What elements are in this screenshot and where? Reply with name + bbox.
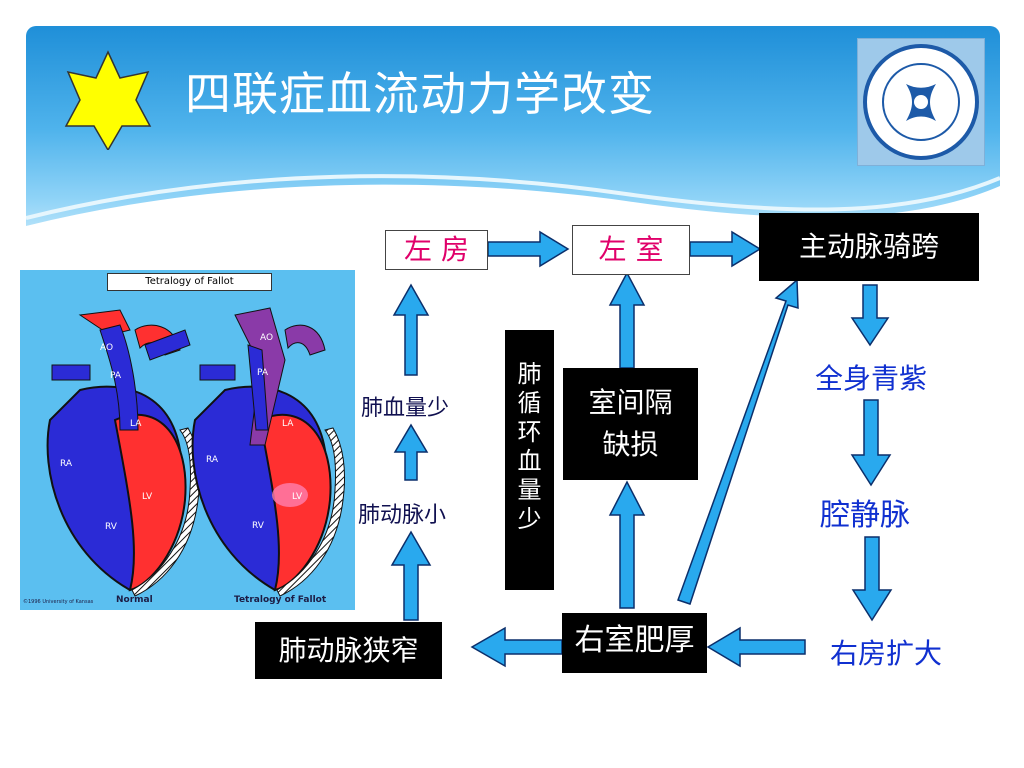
pa-stenosis-box: 肺动脉狭窄 [255,622,442,679]
small-pa-label: 肺动脉小 [358,503,447,528]
arrow-ra-to-rv [706,626,806,668]
svg-text:AO: AO [260,333,273,343]
heart-figure: Tetralogy of Fallot AO PA LA RA LV RV [20,270,355,610]
left-ventricle-box: 左 室 [572,225,690,275]
left-atrium-box: 左 房 [385,230,488,270]
arrow-rv-to-vsd [608,480,646,609]
figure-title: Tetralogy of Fallot [107,273,272,291]
low-pulm-blood-label: 肺血量少 [361,396,450,421]
figure-copyright: ©1996 University of Kansas [23,599,94,605]
arrow-pa-to-smallpa [390,530,432,621]
arrow-vsd-to-lv [608,271,646,369]
low-pulm-circulation-box: 肺循环血量少 [505,330,554,590]
vena-cava-label: 腔静脉 [820,498,910,533]
slide-title: 四联症血流动力学改变 [185,67,655,121]
arrow-rv-to-pa [470,626,563,668]
arrow-vc-to-ra [851,536,893,622]
arrow-lv-to-aorta [689,230,762,268]
aortic-override-box: 主动脉骑跨 [759,213,979,281]
header-wave [26,174,1000,256]
svg-text:RV: RV [252,521,265,531]
svg-text:LA: LA [282,419,294,429]
svg-text:PA: PA [110,371,122,381]
svg-text:RV: RV [105,522,118,532]
svg-text:LV: LV [142,492,153,502]
arrow-aorta-to-cyanosis [850,284,890,347]
svg-text:LA: LA [130,419,142,429]
vsd-box: 室间隔缺损 [563,368,698,480]
ra-enlarged-label: 右房扩大 [830,637,943,670]
svg-text:PA: PA [257,368,269,378]
hospital-logo [857,38,985,166]
rv-hypertrophy-box: 右室肥厚 [562,613,707,673]
tof-heart-diagram: AO PA LA RA LV RV [191,307,346,597]
arrow-smallpa-to-lowblood [393,423,429,481]
caption-tof: Tetralogy of Fallot [234,595,327,605]
cyanosis-label: 全身青紫 [815,362,928,395]
normal-heart-diagram: AO PA LA RA LV RV [46,309,201,597]
svg-text:AO: AO [100,343,113,353]
svg-text:LV: LV [292,492,303,502]
svg-text:RA: RA [60,459,73,469]
svg-text:RA: RA [206,455,219,465]
caption-normal: Normal [116,595,153,605]
arrow-la-to-lv [487,230,570,268]
header-banner [26,26,1000,256]
arrow-rv-to-aorta [677,278,799,605]
star-icon [64,50,152,150]
arrow-lowblood-to-la [392,283,430,376]
arrow-cyanosis-to-vc [850,399,892,487]
